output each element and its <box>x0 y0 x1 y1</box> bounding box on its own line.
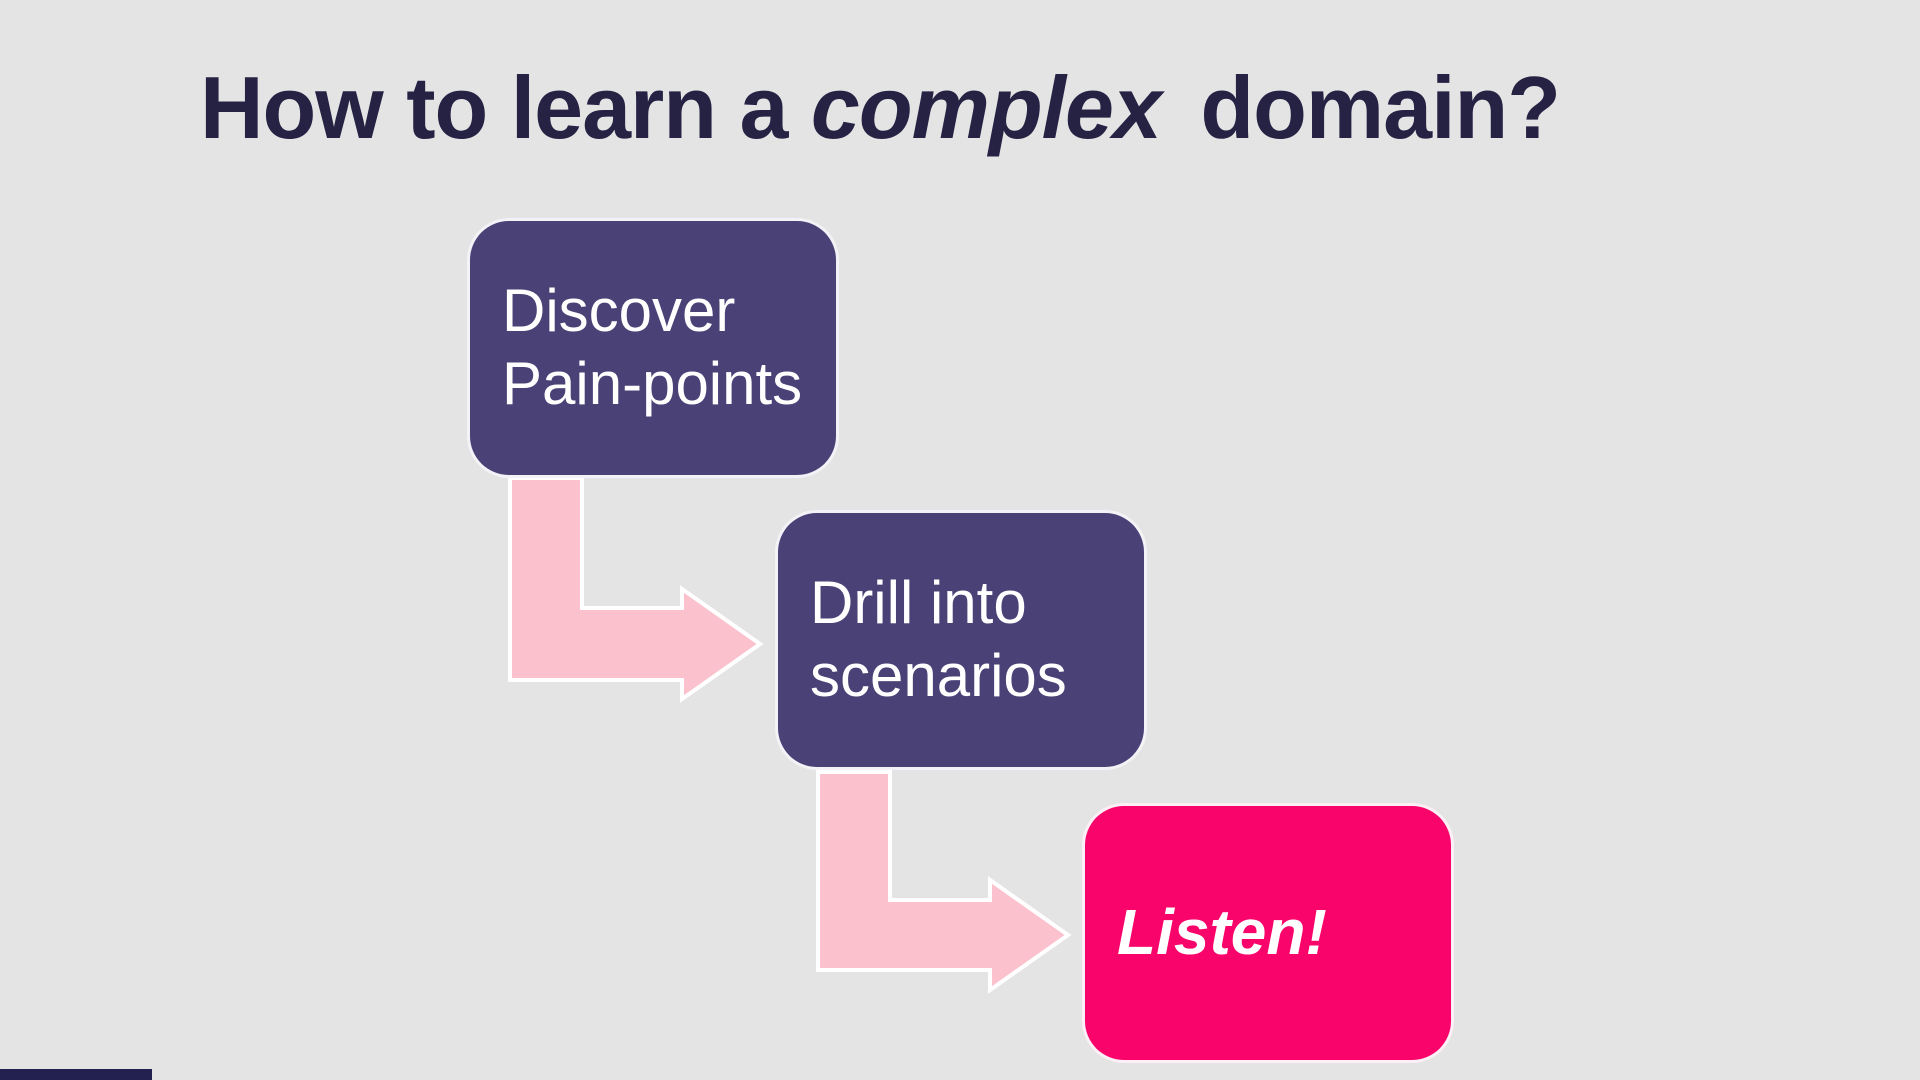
title-emphasis: complex <box>810 58 1162 157</box>
step-label-line: scenarios <box>810 642 1067 709</box>
step-box-listen: Listen! <box>1082 803 1454 1063</box>
bent-arrow-icon-step2-to-step3 <box>816 770 1072 994</box>
title-prefix: How to learn a <box>200 58 811 157</box>
step-label-line: Discover <box>502 277 736 345</box>
bent-arrow-icon-step1-to-step2 <box>508 476 764 703</box>
step-label-line: Pain-points <box>502 350 803 417</box>
slide-title: How to learn a complex domain? <box>200 64 1561 152</box>
step-box-drill-into-scenarios: Drill into scenarios <box>775 510 1147 770</box>
step-label-line: Drill into <box>810 569 1027 637</box>
step-label-line: Listen! <box>1117 896 1327 969</box>
title-suffix: domain? <box>1176 58 1561 157</box>
bottom-left-accent-bar <box>0 1069 152 1080</box>
step-box-discover-pain-points: Discover Pain-points <box>467 218 839 478</box>
